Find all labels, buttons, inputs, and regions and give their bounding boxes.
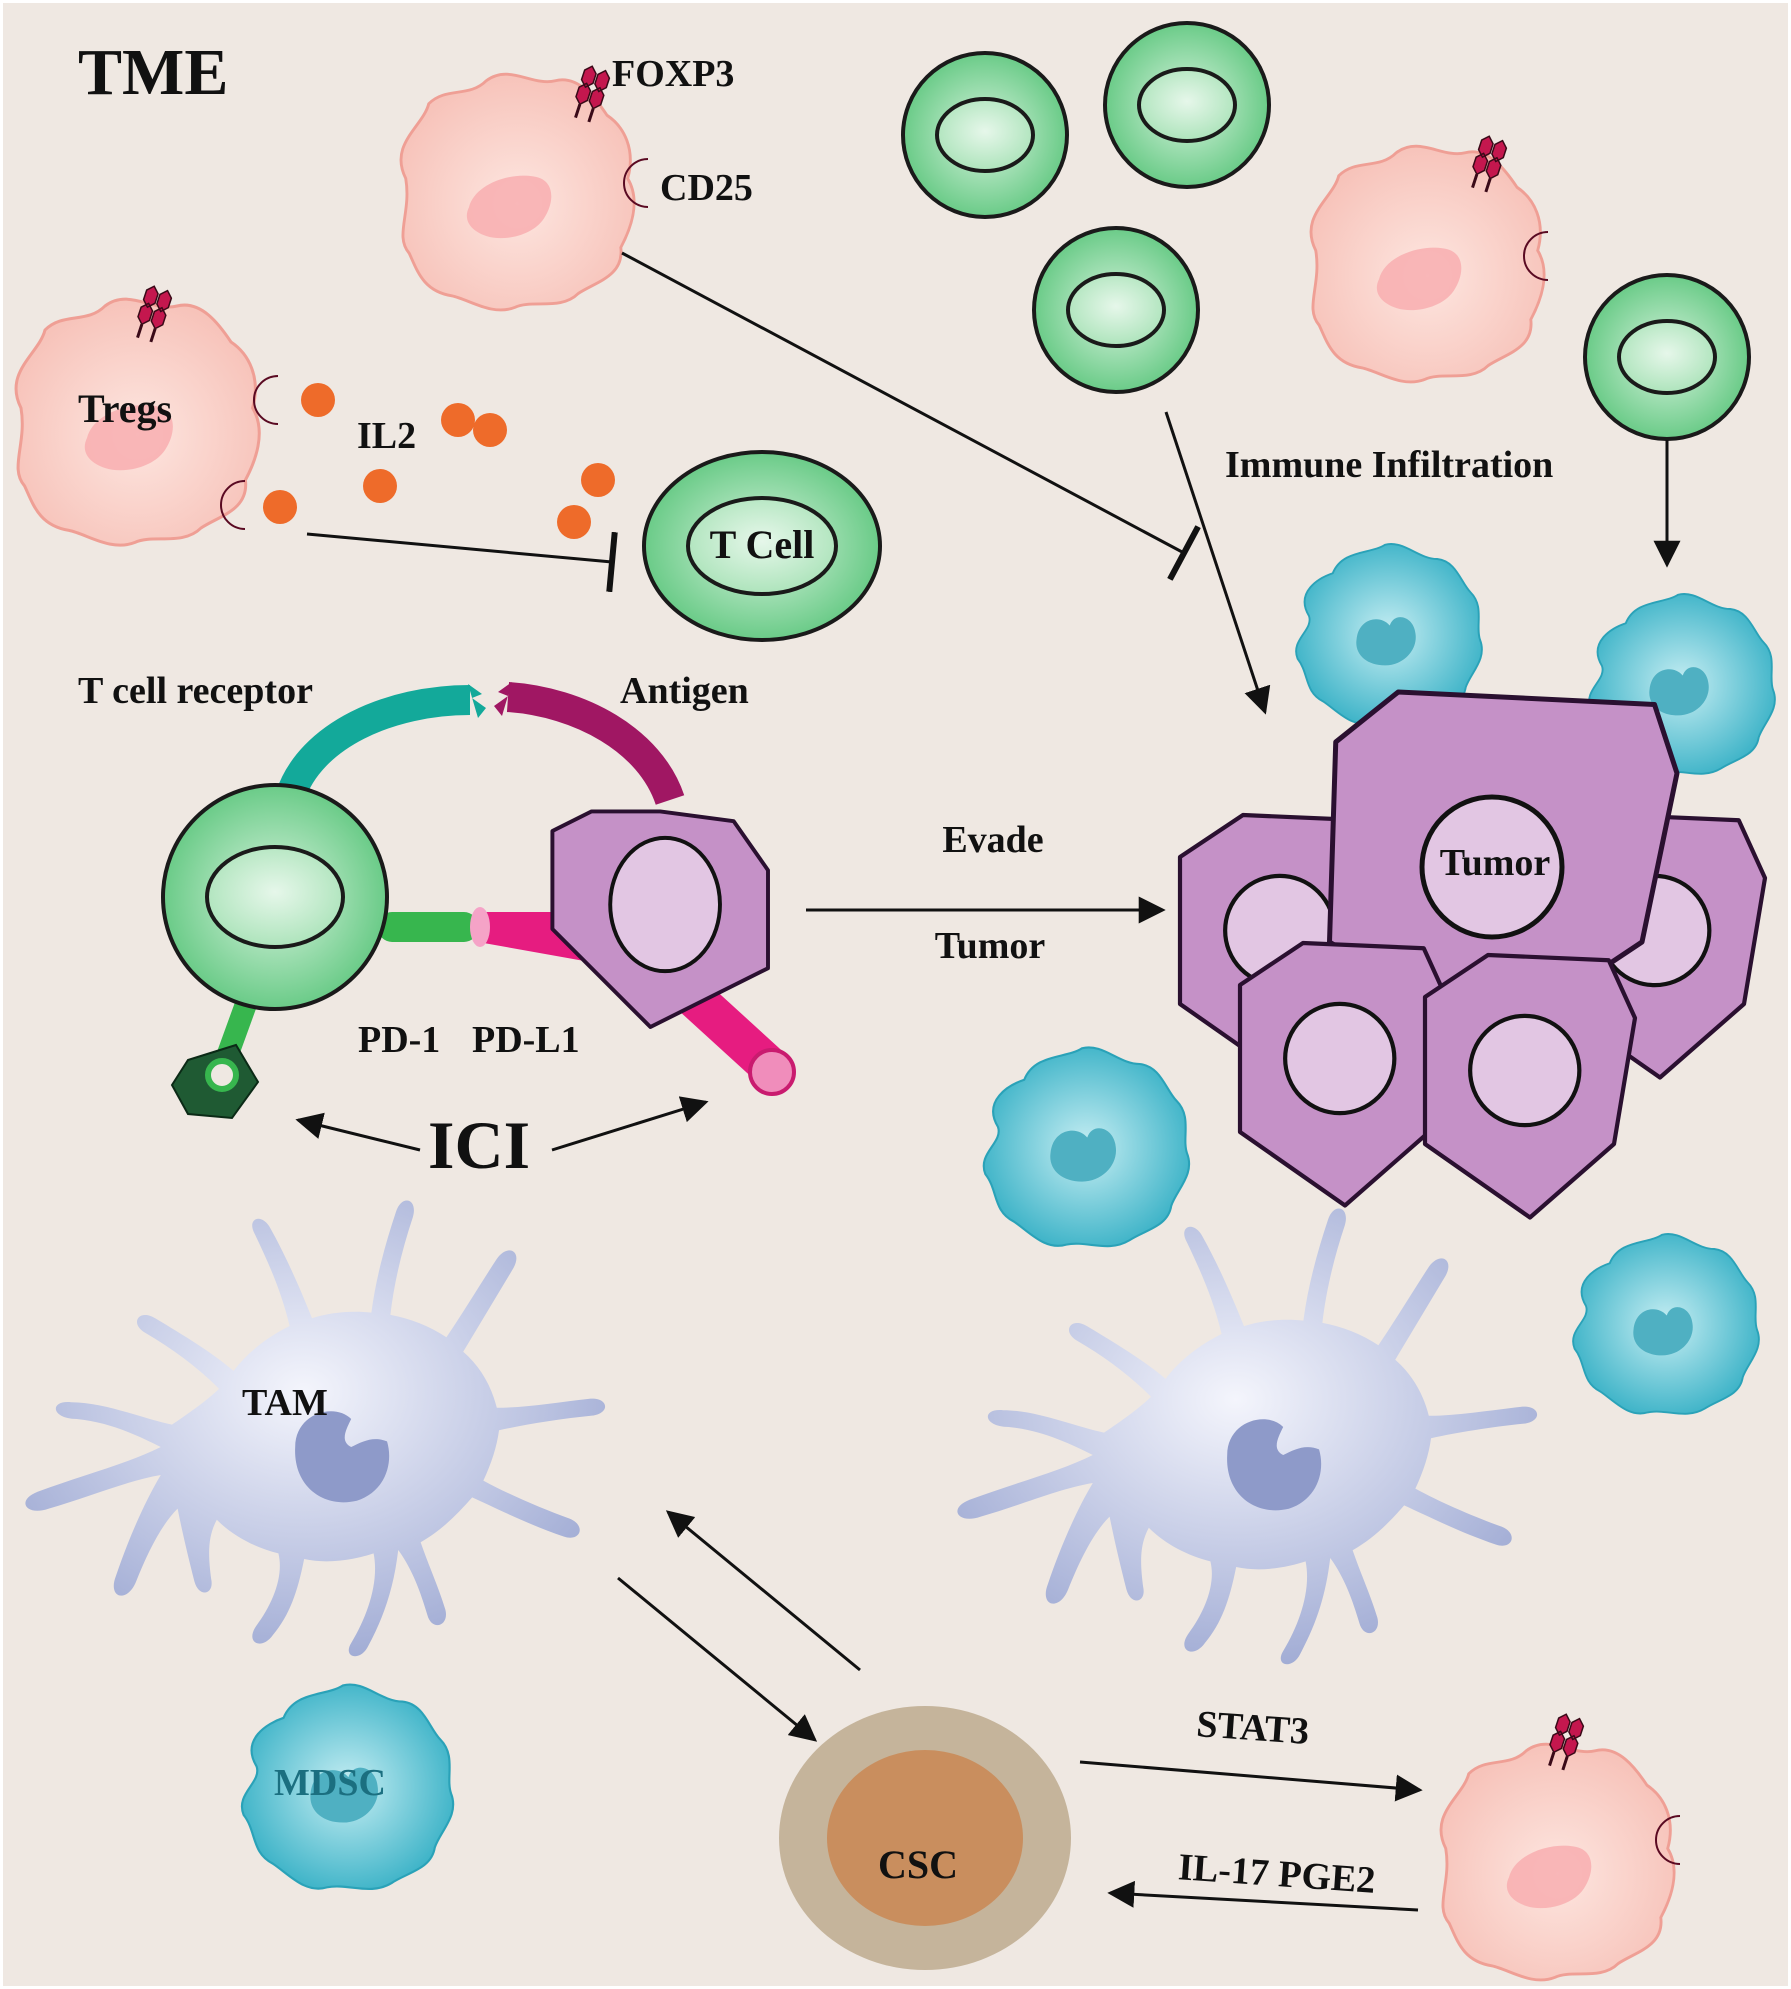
t-cell-label: T Cell xyxy=(710,522,815,567)
treg-cell-right xyxy=(1309,144,1546,384)
ici-arrow-left xyxy=(295,1112,421,1152)
t-cell-icon xyxy=(1583,273,1751,441)
t-cell-icon xyxy=(161,783,389,1011)
tregs-label: Tregs xyxy=(78,386,172,431)
tregs-inhibit-tcell-line xyxy=(306,531,618,593)
pdl1-label: PD-L1 xyxy=(472,1019,580,1061)
ici-target-pdl1 xyxy=(748,1048,796,1096)
il2-molecule-icon xyxy=(263,383,615,539)
tam-to-csc-arrow xyxy=(617,1576,818,1742)
t-cell-icon xyxy=(1032,226,1200,394)
stat3-arrow xyxy=(1079,1760,1423,1802)
t-cell-icon xyxy=(901,51,1069,219)
mdsc-label: MDSC xyxy=(274,1762,386,1804)
infiltration-arrow xyxy=(1164,411,1271,715)
tumor-arrow-label: Tumor xyxy=(935,925,1046,967)
pd1-bar xyxy=(378,912,478,942)
csc-to-tam-arrow xyxy=(665,1510,861,1672)
tumor-cluster-label: Tumor xyxy=(1440,842,1551,884)
foxp3-label: FOXP3 xyxy=(612,53,734,95)
il17-pge2-arrow xyxy=(1107,1880,1419,1912)
treg-inhibit-tumor-line xyxy=(621,251,1201,581)
tme-title: TME xyxy=(78,36,228,109)
ici-arrow-right xyxy=(551,1096,709,1152)
csc-cell-icon xyxy=(779,1706,1071,1970)
evade-label: Evade xyxy=(942,819,1043,861)
t-cell-receptor-label: T cell receptor xyxy=(78,670,313,712)
t-cell-icon xyxy=(1103,21,1271,189)
tumor-cell-icon xyxy=(550,809,770,1029)
tam-label: TAM xyxy=(242,1382,328,1424)
pd1-label: PD-1 xyxy=(358,1019,440,1061)
stat3-label: STAT3 xyxy=(1195,1703,1310,1753)
treg-cell-bottom xyxy=(1439,1742,1676,1982)
treg-cell-top xyxy=(399,72,636,312)
t-cell-main xyxy=(642,450,882,642)
tumor-cluster xyxy=(1180,689,1765,1218)
il2-label: IL2 xyxy=(357,415,416,457)
csc-label: CSC xyxy=(878,1842,958,1887)
cd25-label: CD25 xyxy=(660,167,753,209)
antigen-arc xyxy=(506,682,685,806)
immune-infiltration-label: Immune Infiltration xyxy=(1225,444,1553,486)
antigen-label: Antigen xyxy=(620,670,749,712)
ici-label: ICI xyxy=(428,1107,530,1183)
t-cell-receptor-arc xyxy=(275,685,471,803)
